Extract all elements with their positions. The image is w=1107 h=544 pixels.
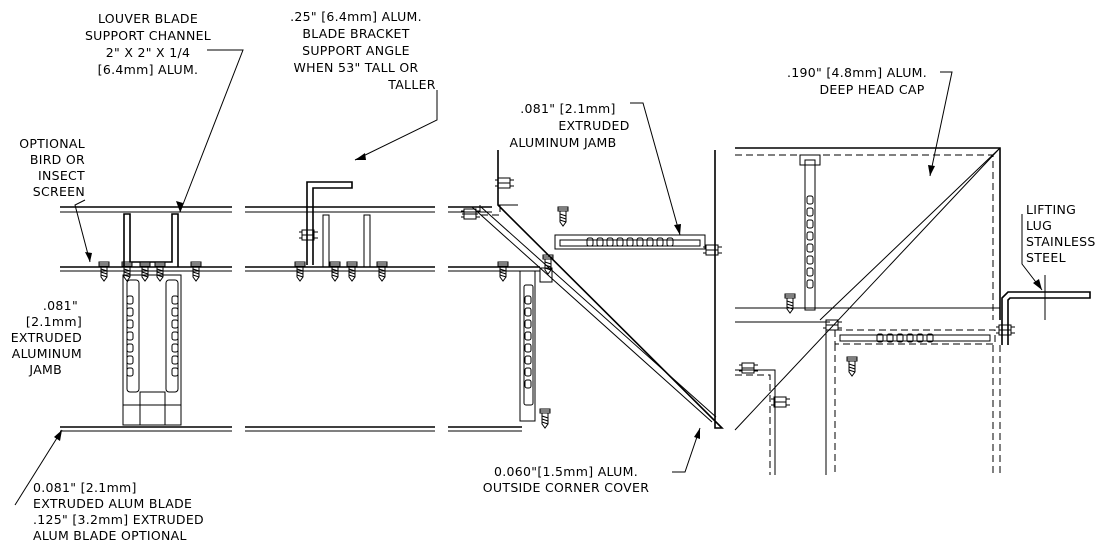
svg-text:SUPPORT CHANNEL: SUPPORT CHANNEL bbox=[85, 28, 211, 43]
label-blade: 0.081" [2.1mm] EXTRUDED ALUM BLADE .125"… bbox=[33, 480, 204, 543]
svg-text:.190" [4.8mm] ALUM.: .190" [4.8mm] ALUM. bbox=[787, 65, 927, 80]
support-angle bbox=[306, 181, 371, 268]
svg-text:EXTRUDED: EXTRUDED bbox=[558, 118, 629, 133]
svg-text:WHEN 53" TALL OR: WHEN 53" TALL OR bbox=[293, 60, 418, 75]
svg-text:.125" [3.2mm] EXTRUDED: .125" [3.2mm] EXTRUDED bbox=[33, 512, 204, 527]
svg-text:BIRD OR: BIRD OR bbox=[30, 152, 85, 167]
left-jamb-detail bbox=[60, 206, 540, 432]
svg-text:EXTRUDED: EXTRUDED bbox=[11, 330, 82, 345]
svg-text:.081" [2.1mm]: .081" [2.1mm] bbox=[520, 101, 615, 116]
head-cap-detail bbox=[734, 147, 1091, 475]
svg-text:LUG: LUG bbox=[1026, 218, 1052, 233]
label-extruded-jamb-left: .081" [2.1mm] EXTRUDED ALUMINUM JAMB bbox=[11, 298, 82, 377]
jamb-extrusion-left bbox=[122, 274, 182, 426]
svg-text:OUTSIDE CORNER COVER: OUTSIDE CORNER COVER bbox=[483, 480, 649, 495]
horizontal-jamb bbox=[834, 329, 996, 345]
label-lifting-lug: LIFTING LUG STAINLESS STEEL bbox=[1026, 202, 1096, 265]
svg-text:[6.4mm] ALUM.: [6.4mm] ALUM. bbox=[98, 62, 199, 77]
svg-text:INSECT: INSECT bbox=[38, 168, 85, 183]
svg-text:LOUVER BLADE: LOUVER BLADE bbox=[98, 11, 198, 26]
svg-text:ALUM BLADE OPTIONAL: ALUM BLADE OPTIONAL bbox=[33, 528, 187, 543]
svg-text:BLADE BRACKET: BLADE BRACKET bbox=[302, 26, 409, 41]
svg-text:STEEL: STEEL bbox=[1026, 250, 1066, 265]
svg-text:TALLER: TALLER bbox=[387, 77, 436, 92]
support-channel bbox=[123, 213, 179, 267]
corner-detail bbox=[460, 150, 724, 429]
label-blade-bracket-angle: .25" [6.4mm] ALUM. BLADE BRACKET SUPPORT… bbox=[290, 9, 436, 92]
svg-text:JAMB: JAMB bbox=[28, 362, 62, 377]
leader-lines bbox=[14, 49, 1043, 506]
label-louver-support-channel: LOUVER BLADE SUPPORT CHANNEL 2" X 2" X 1… bbox=[85, 11, 211, 77]
svg-text:[2.1mm]: [2.1mm] bbox=[26, 314, 82, 329]
label-extruded-jamb-center: .081" [2.1mm] EXTRUDED ALUMINUM JAMB bbox=[509, 101, 629, 150]
svg-text:LIFTING: LIFTING bbox=[1026, 202, 1076, 217]
jamb-extrusion-center bbox=[519, 234, 706, 422]
deep-head-cap bbox=[735, 147, 1001, 320]
lifting-lug bbox=[1001, 291, 1091, 345]
svg-text:EXTRUDED ALUM BLADE: EXTRUDED ALUM BLADE bbox=[33, 496, 192, 511]
bracket-detail bbox=[294, 181, 388, 282]
svg-text:.25" [6.4mm] ALUM.: .25" [6.4mm] ALUM. bbox=[290, 9, 422, 24]
label-bird-screen: OPTIONAL BIRD OR INSECT SCREEN bbox=[19, 136, 85, 199]
svg-text:OPTIONAL: OPTIONAL bbox=[19, 136, 85, 151]
svg-text:SUPPORT ANGLE: SUPPORT ANGLE bbox=[302, 43, 410, 58]
outside-corner-cover bbox=[497, 150, 724, 429]
svg-text:0.060"[1.5mm] ALUM.: 0.060"[1.5mm] ALUM. bbox=[494, 464, 638, 479]
svg-text:ALUMINUM JAMB: ALUMINUM JAMB bbox=[509, 135, 616, 150]
svg-text:STAINLESS: STAINLESS bbox=[1026, 234, 1096, 249]
svg-text:0.081" [2.1mm]: 0.081" [2.1mm] bbox=[33, 480, 137, 495]
svg-text:ALUMINUM: ALUMINUM bbox=[12, 346, 82, 361]
svg-text:SCREEN: SCREEN bbox=[33, 184, 85, 199]
svg-text:DEEP HEAD CAP: DEEP HEAD CAP bbox=[819, 82, 924, 97]
blade-outline-top bbox=[60, 206, 492, 213]
jamb-extrusion-right bbox=[799, 154, 821, 311]
blade-outline-bottom bbox=[60, 426, 522, 432]
label-corner-cover: 0.060"[1.5mm] ALUM. OUTSIDE CORNER COVER bbox=[483, 464, 649, 495]
label-deep-head-cap: .190" [4.8mm] ALUM. DEEP HEAD CAP bbox=[787, 65, 927, 97]
svg-text:2" X 2" X 1/4: 2" X 2" X 1/4 bbox=[106, 45, 190, 60]
screen-outline bbox=[60, 266, 540, 272]
svg-text:.081": .081" bbox=[43, 298, 78, 313]
